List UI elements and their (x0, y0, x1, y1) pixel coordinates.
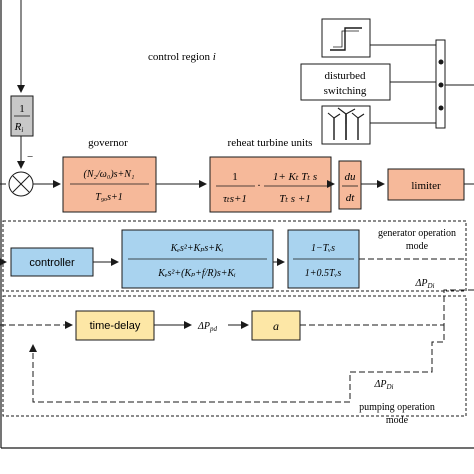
droop-denominator: Ri (14, 121, 24, 134)
pumping-mode-line2: mode (386, 415, 409, 426)
limiter-label: limiter (411, 180, 441, 192)
pumping-feedback-line (29, 325, 445, 403)
region-label: control region i (148, 51, 216, 63)
controller-block (10, 247, 94, 277)
derivative-denominator: dt (346, 192, 356, 204)
gain-block (251, 310, 301, 341)
disturbed-switching-line2: switching (324, 85, 367, 97)
sum-negative-sign: − (27, 151, 33, 163)
step-signal-icon (321, 18, 371, 58)
generator-mode-line2: mode (406, 241, 429, 252)
governor-title: governor (88, 137, 128, 149)
pumping-mode-line1: pumping operation (359, 402, 435, 413)
pid-denominator: Kₑs²+(Kₚ+f/R)s+Kᵢ (157, 268, 236, 279)
governor-numerator: (N₂/ω₀)s+N₁ (84, 169, 135, 180)
gain-label: a (273, 319, 279, 333)
pumping-mode-region (2, 295, 467, 417)
generator-mode-region (2, 220, 467, 292)
selector-node-2 (438, 82, 444, 88)
delta-p-pd: ΔPpd (197, 321, 217, 333)
controller-label: controller (29, 257, 75, 269)
delta-p-di-right: ΔPDi (415, 278, 435, 290)
time-delay-block (75, 310, 155, 341)
step-signal-curve-inner (333, 30, 359, 48)
reheat-f2-denominator: Tₜ s +1 (279, 193, 311, 205)
water-denominator: 1+0.5Tᵥs (305, 268, 342, 279)
disturbed-switching-line1: disturbed (325, 70, 366, 82)
water-numerator: 1−Tᵥs (311, 243, 335, 254)
selector-node-3 (438, 105, 444, 111)
droop-numerator: 1 (19, 103, 25, 115)
reheat-dot: · (257, 178, 261, 192)
output-switch-line (432, 289, 474, 326)
reheat-turbine-block (209, 156, 332, 213)
governor-block (62, 156, 157, 213)
time-delay-label: time-delay (90, 320, 141, 332)
generator-mode-line1: generator operation (378, 228, 456, 239)
step-signal-curve (330, 27, 362, 51)
reheat-f1-numerator: 1 (232, 171, 238, 183)
summing-cross-b (12, 175, 30, 193)
derivative-block (338, 160, 362, 210)
pid-numerator: Kₑs²+Kₚs+Kᵢ (170, 243, 224, 254)
governor-denominator: T₉ₒs+1 (95, 192, 123, 203)
wind-blades (327, 107, 365, 124)
derivative-numerator: du (345, 171, 357, 183)
reheat-title: reheat turbine units (228, 137, 313, 149)
selector-node-1 (438, 59, 444, 65)
reheat-f2-numerator: 1+ Kₜ Tₜ s (273, 171, 317, 183)
delta-p-di-bottom: ΔPDi (374, 379, 394, 391)
reheat-f1-denominator: τₜs+1 (223, 193, 247, 205)
disturbed-switching-block (300, 63, 391, 101)
